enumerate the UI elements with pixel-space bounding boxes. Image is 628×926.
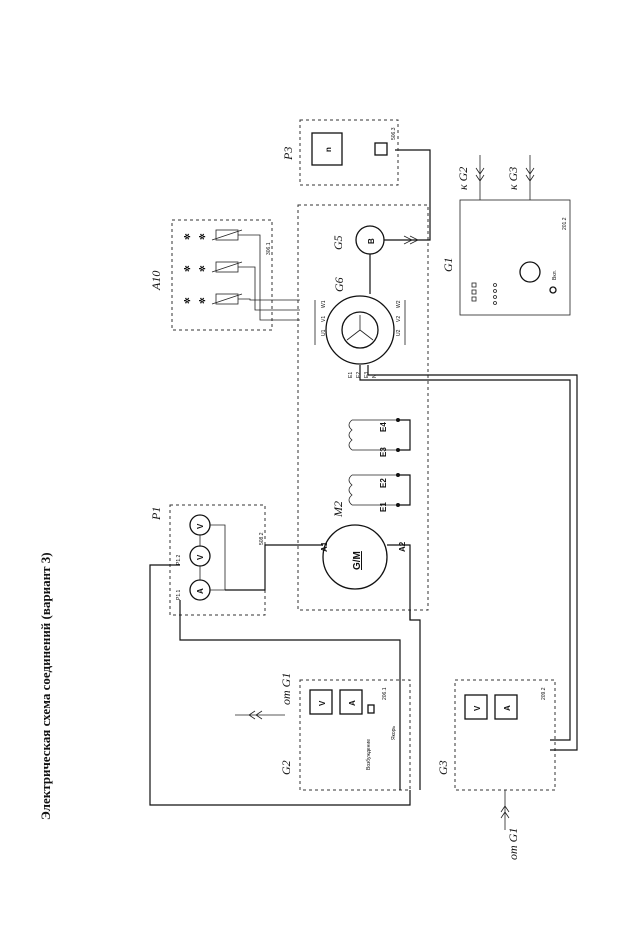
svg-text:W1: W1 xyxy=(321,300,327,308)
svg-text:U1: U1 xyxy=(321,329,327,336)
g1-to-g2: к G2 xyxy=(456,167,470,190)
g2-label: G2 xyxy=(279,760,293,775)
svg-text:V: V xyxy=(196,523,205,529)
block-p1: P1 508.2 P1.1 P1.2 A V V xyxy=(149,504,266,616)
g1-knob-label: Вкл. xyxy=(552,270,558,280)
svg-text:A: A xyxy=(348,700,357,706)
g3-label: G3 xyxy=(436,760,450,775)
m2-label: M2 xyxy=(331,501,345,518)
svg-text:506.3: 506.3 xyxy=(391,127,397,140)
field-windings: E1 E2 E3 E4 xyxy=(348,418,400,512)
svg-text:A: A xyxy=(196,588,205,594)
p1-terminal-1: P1.1 xyxy=(176,589,182,600)
wire-g6-to-g3-b xyxy=(367,365,578,751)
g3-from-g1: от G1 xyxy=(506,828,520,860)
g6-label: G6 xyxy=(332,277,346,292)
block-g1: G1 Вкл. 201.2 к G2 к G3 xyxy=(441,155,571,316)
m2-terminal-a1: A1 xyxy=(320,541,329,552)
p3-label: P3 xyxy=(281,147,295,161)
svg-text:306.1: 306.1 xyxy=(266,242,272,255)
p1-label: P1 xyxy=(149,507,163,521)
machine-bench xyxy=(297,204,429,611)
wire-p1-to-g2 xyxy=(179,600,401,790)
svg-text:201.2: 201.2 xyxy=(562,217,568,230)
g2-from-g1: от G1 xyxy=(279,673,293,705)
wire-a2-to-g2 xyxy=(409,610,421,790)
wire-p1-outer-loop xyxy=(149,564,411,806)
svg-text:✲: ✲ xyxy=(198,233,207,240)
svg-text:209.2: 209.2 xyxy=(541,687,547,700)
svg-text:E2: E2 xyxy=(379,478,388,488)
svg-text:E1: E1 xyxy=(379,502,388,512)
svg-text:V1: V1 xyxy=(321,316,327,322)
wire-windings-link xyxy=(398,419,411,506)
g1-to-g3: к G3 xyxy=(506,167,520,190)
g1-label: G1 xyxy=(441,257,455,272)
machine-m2: G/M M2 A1 A2 xyxy=(300,501,411,620)
svg-text:U2: U2 xyxy=(396,329,402,336)
a10-label: A10 xyxy=(149,271,163,291)
svg-text:W2: W2 xyxy=(396,300,402,308)
p1-ammeter: A xyxy=(189,579,211,601)
block-a10: A10 306.1 ✲ ✲ ✲ ✲ ✲ ✲ xyxy=(149,219,300,331)
p1-voltmeter-2: V xyxy=(189,514,211,536)
machine-g5: B G5 xyxy=(331,149,431,294)
svg-text:E1: E1 xyxy=(348,372,354,378)
g5-label: G5 xyxy=(331,235,345,250)
wire-g6-to-g3-a xyxy=(359,365,571,741)
svg-text:V: V xyxy=(473,705,482,711)
machine-g6: G6 W1 V1 U1 U2 V2 W2 E1 E2 E3 N xyxy=(314,277,406,378)
diagram-title: Электрическая схема соединений (вариант … xyxy=(38,552,53,820)
svg-text:Якорь: Якорь xyxy=(391,726,397,740)
svg-text:V: V xyxy=(196,554,205,560)
svg-text:E3: E3 xyxy=(379,447,388,457)
svg-text:E3: E3 xyxy=(364,372,370,378)
svg-text:E2: E2 xyxy=(356,372,362,378)
svg-text:N: N xyxy=(372,374,378,378)
p3-display: n xyxy=(324,147,333,152)
svg-text:✲: ✲ xyxy=(183,297,192,304)
m2-machine-label: G/M xyxy=(352,551,363,570)
svg-text:Возбуждение: Возбуждение xyxy=(366,739,372,770)
svg-text:E4: E4 xyxy=(379,422,388,432)
svg-text:206.1: 206.1 xyxy=(382,687,388,700)
svg-text:A: A xyxy=(503,705,512,711)
p1-terminal-2: P1.2 xyxy=(176,554,182,565)
svg-text:B: B xyxy=(367,238,376,244)
svg-text:V: V xyxy=(318,700,327,706)
p1-voltmeter-1: V xyxy=(189,545,211,567)
svg-text:✲: ✲ xyxy=(198,265,207,272)
p1-code: 508.2 xyxy=(259,532,265,545)
block-g2: G2 V A 206.1 Возбуждение Якорь от G1 xyxy=(235,673,411,791)
block-p3: P3 n 506.3 xyxy=(281,119,399,186)
svg-text:✲: ✲ xyxy=(183,265,192,272)
svg-text:✲: ✲ xyxy=(198,297,207,304)
m2-terminal-a2: A2 xyxy=(398,541,407,552)
svg-text:✲: ✲ xyxy=(183,233,192,240)
svg-text:V2: V2 xyxy=(396,316,402,322)
block-g3: G3 V A 209.2 от G1 xyxy=(436,679,556,860)
wire-p1-to-a1 xyxy=(225,544,300,591)
